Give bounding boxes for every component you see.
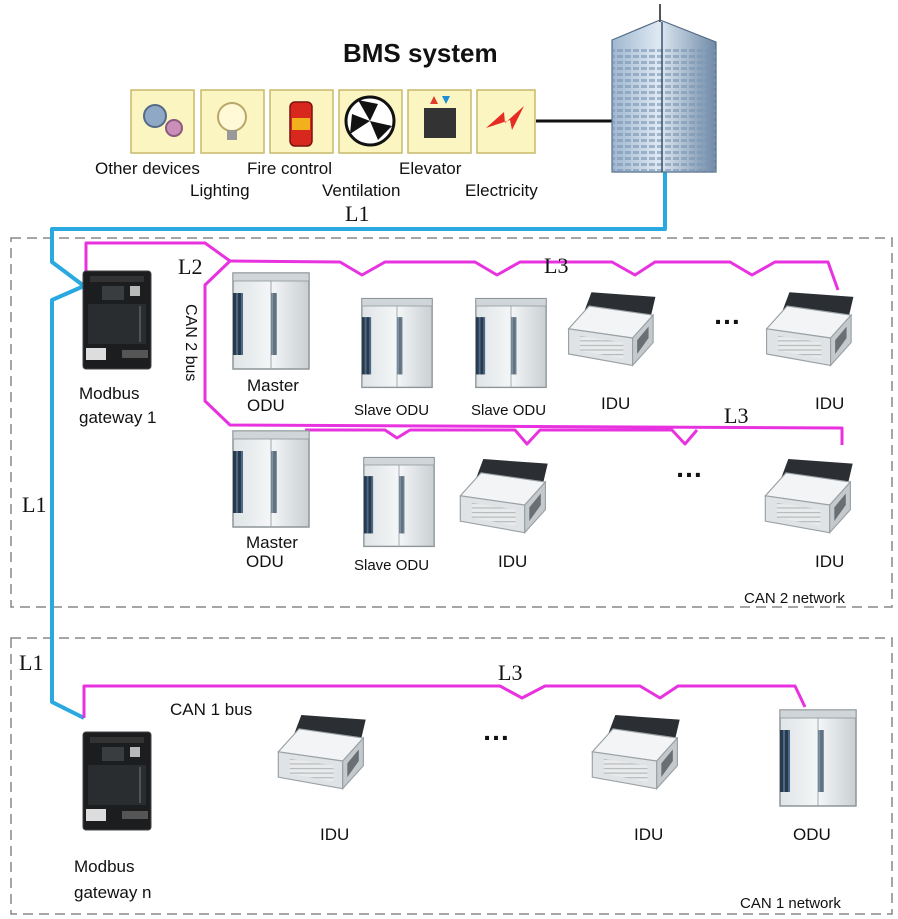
label-electricity: Electricity [465,181,538,200]
idu-row2-a-icon [459,458,549,534]
ellipsis-can1: … [482,715,511,746]
master-odu-2-label-line2: ODU [246,552,284,571]
building-icon [611,4,717,173]
l1-label-mid: L1 [22,492,47,517]
idu-can1-a-icon [277,714,367,790]
idu-can1-b-label: IDU [634,825,664,844]
l2-label: L2 [178,254,203,279]
l1-label-low: L1 [19,650,44,675]
ellipsis-row2: … [675,452,704,483]
idu-row2-b-label: IDU [815,552,845,571]
label-lighting: Lighting [190,181,250,200]
slave-odu-1a-icon [361,297,433,389]
slave-odu-2-icon [363,456,435,548]
idu-row2-a-label: IDU [498,552,528,571]
l3-label-row2: L3 [724,403,749,428]
idu-can1-a-label: IDU [320,825,350,844]
l3-label-row1: L3 [544,253,569,278]
idu-row1-a-label: IDU [601,394,631,413]
label-elevator: Elevator [399,159,462,178]
modbus-gateway-1-icon [82,270,152,370]
idu-row2-b-icon [764,458,854,534]
idu-row1-b-label: IDU [815,394,845,413]
can2-network-frame [10,237,893,608]
ellipsis-row1: … [713,299,742,330]
master-odu-1-label-line1: Master [247,376,299,395]
can1-network-frame [10,637,893,915]
gateway-n-label-line2: gateway n [74,883,152,902]
label-fire-control: Fire control [247,159,333,178]
gateway-1-label-line1: Modbus [79,384,140,403]
slave-odu-1b-icon [475,297,547,389]
gateway-1-label-line2: gateway 1 [79,408,157,427]
l3-label-can1: L3 [498,660,523,685]
l1-line [50,172,667,720]
idu-can1-b-icon [591,714,681,790]
odu-can1-icon [779,709,857,807]
slave-odu-2-label: Slave ODU [354,557,430,574]
slave-odu-1a-label: Slave ODU [354,402,430,419]
slave-odu-1b-label: Slave ODU [471,402,547,419]
l1-label-top: L1 [345,201,370,226]
can2-network-label: CAN 2 network [744,590,845,607]
idu-row1-a-icon [567,291,657,367]
can1-bus-label: CAN 1 bus [170,700,253,719]
modbus-gateway-n-icon [82,731,152,831]
can1-network-label: CAN 1 network [740,895,841,912]
master-odu-1-icon [232,272,310,370]
label-ventilation: Ventilation [322,181,401,200]
master-odu-1-label-line2: ODU [247,396,285,415]
master-odu-2-icon [232,430,310,528]
bms-title: BMS system [343,38,498,68]
subsystem-icons [130,89,536,154]
idu-row1-b-icon [765,291,855,367]
label-other-devices: Other devices [95,159,200,178]
odu-can1-label: ODU [793,825,831,844]
can-lines [82,241,844,718]
gateway-n-label-line1: Modbus [74,857,135,876]
master-odu-2-label-line1: Master [246,533,298,552]
can2-bus-label: CAN 2 bus [182,304,199,382]
